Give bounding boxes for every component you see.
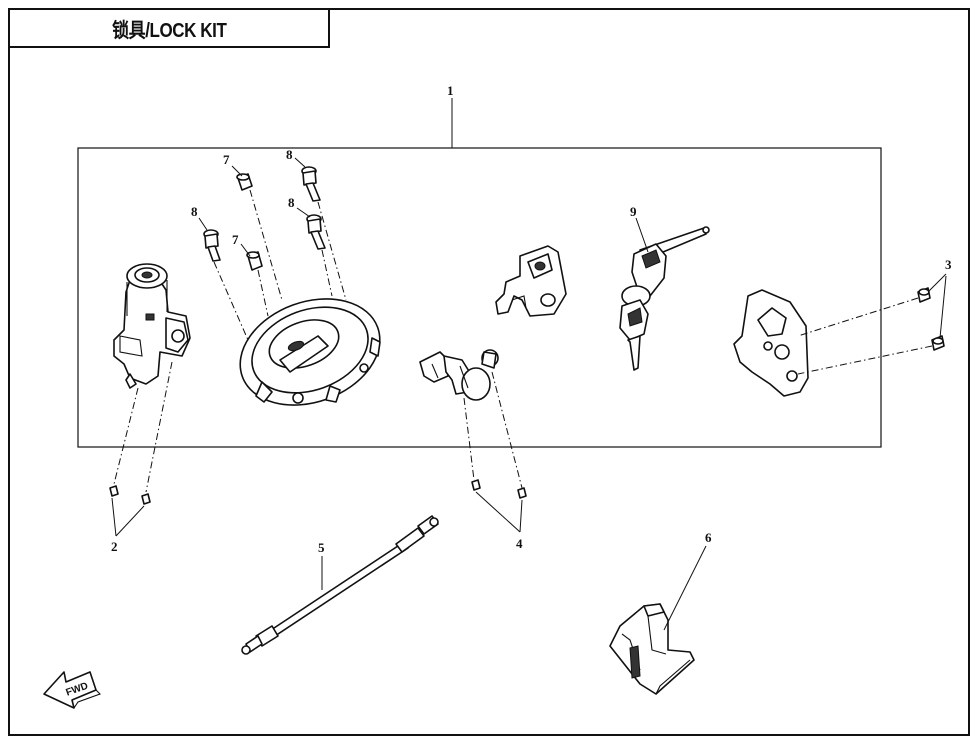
- nuts-2-drawing: [109, 485, 151, 505]
- screw-8a-drawing: [203, 229, 221, 262]
- callout-5: 5: [318, 540, 325, 555]
- leader-line-8b: [294, 157, 306, 168]
- leader-line-4b: [519, 499, 523, 533]
- fwd-arrow-icon: FWD: [43, 671, 101, 709]
- leader-lines: [111, 157, 947, 631]
- keys-drawing: [619, 226, 710, 371]
- callout-7b: 7: [232, 232, 239, 247]
- diagram-title: 锁具/LOCK KIT: [111, 19, 227, 42]
- callout-3: 3: [945, 257, 952, 272]
- fuel-cap-drawing: [239, 298, 381, 406]
- latch-plate-drawing: [495, 245, 567, 317]
- seat-lock-centerlines: [463, 371, 523, 489]
- leader-line-8a: [198, 217, 208, 231]
- callout-8a: 8: [191, 204, 198, 219]
- lock-set-group-box: [77, 147, 882, 448]
- callout-9: 9: [630, 204, 637, 219]
- bracket-screws-drawing: [917, 287, 945, 351]
- callout-4: 4: [516, 536, 523, 551]
- leader-line-3a: [927, 273, 947, 293]
- leader-line-9: [635, 217, 649, 253]
- leader-line-7b: [240, 243, 251, 257]
- screw-7a-drawing: [236, 173, 253, 191]
- ignition-switch-drawing: [113, 263, 191, 389]
- bracket-plate-drawing: [733, 289, 809, 397]
- leader-line-8c: [296, 207, 311, 218]
- drawing-frame: [8, 8, 970, 736]
- leader-line-6: [663, 545, 707, 631]
- nuts-4-drawing: [471, 479, 527, 499]
- callout-8c: 8: [288, 195, 295, 210]
- screw-8b-drawing: [301, 166, 321, 202]
- callout-2: 2: [111, 539, 118, 554]
- callout-1: 1: [447, 83, 454, 98]
- screw-8c-drawing: [306, 214, 326, 250]
- screw-7b-drawing: [246, 251, 263, 271]
- leader-line-2b: [115, 505, 145, 537]
- leader-line-7a: [231, 165, 243, 177]
- callout-7a: 7: [223, 152, 230, 167]
- ignition-centerlines: [113, 361, 173, 493]
- cable-drawing: [241, 515, 439, 655]
- leader-line-3b: [939, 275, 947, 339]
- callout-8b: 8: [286, 147, 293, 162]
- title-box: 锁具/LOCK KIT: [8, 8, 330, 48]
- leader-line-4a: [475, 491, 521, 533]
- callout-6: 6: [705, 530, 712, 545]
- leader-line-2a: [111, 497, 117, 537]
- seat-lock-drawing: [419, 349, 499, 401]
- bracket-centerlines: [797, 297, 933, 375]
- hinge-bracket-drawing: [609, 603, 695, 695]
